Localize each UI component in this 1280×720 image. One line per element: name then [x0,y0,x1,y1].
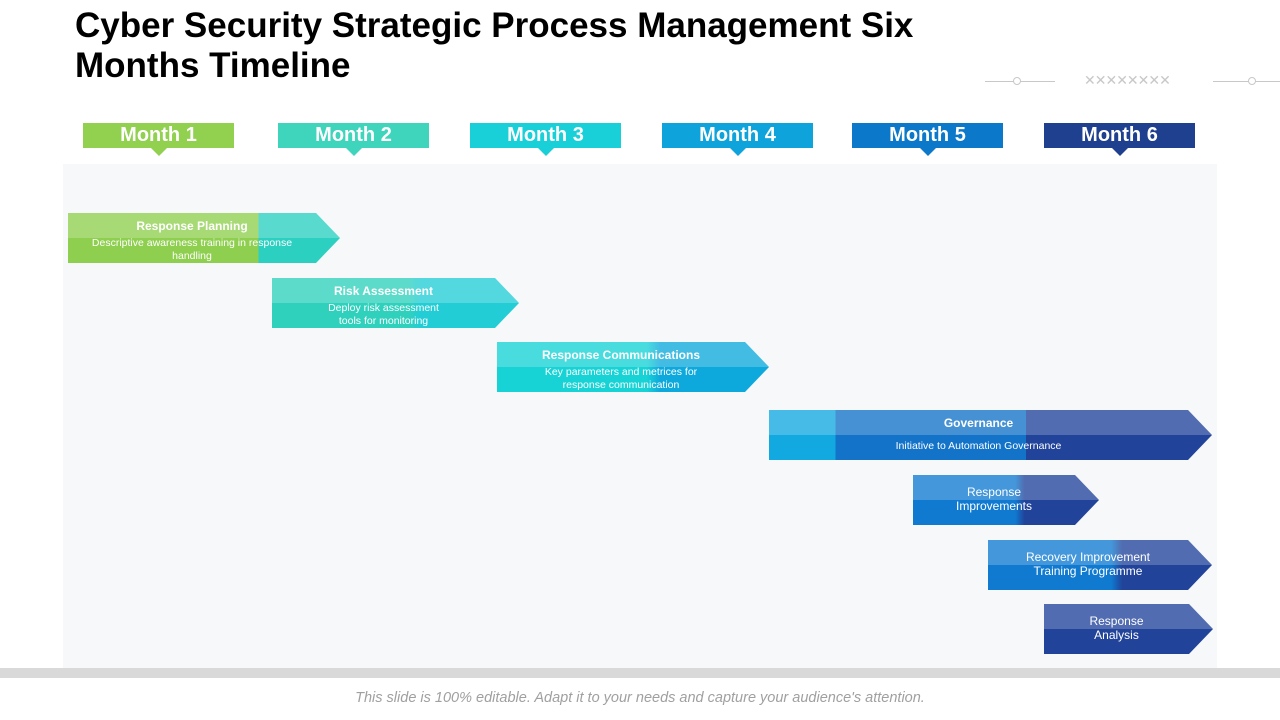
month-header-6: Month 6 [1044,123,1195,156]
task-description: Key parameters and metrices for response… [544,366,698,391]
task-bar-risk-assessment: Risk Assessment Deploy risk assessment t… [272,278,519,328]
task-title: Response Communications [541,348,701,362]
task-bar-recovery-improvement: Recovery Improvement Training Programme [988,540,1212,590]
task-description: Descriptive awareness training in respon… [91,237,293,262]
month-label: Month 5 [889,124,966,146]
task-bar-response-communications: Response Communications Key parameters a… [497,342,769,392]
task-bar-governance: Governance Initiative to Automation Gove… [769,410,1212,460]
task-bar-response-planning: Response Planning Descriptive awareness … [68,213,340,263]
chevron-down-icon [729,148,746,156]
task-bar-response-analysis: Response Analysis [1044,604,1213,654]
task-title: Governance [943,416,1014,430]
task-description: Deploy risk assessment tools for monitor… [328,302,439,327]
chevron-down-icon [1111,148,1128,156]
task-label: Recovery Improvement Training Programme [1025,550,1151,578]
month-header-1: Month 1 [83,123,234,156]
task-title: Response Planning [136,219,248,233]
month-label: Month 3 [507,124,584,146]
ornament-circle-icon [1248,77,1256,85]
month-label: Month 2 [315,124,392,146]
bottom-divider [0,668,1280,678]
task-title: Risk Assessment [334,284,433,298]
month-label: Month 6 [1081,124,1158,146]
chevron-down-icon [919,148,936,156]
chevron-down-icon [537,148,554,156]
month-header-5: Month 5 [852,123,1003,156]
task-label: Response Improvements [955,485,1033,513]
task-description: Initiative to Automation Governance [895,440,1062,452]
task-bar-response-improvements: Response Improvements [913,475,1099,525]
footer-note: This slide is 100% editable. Adapt it to… [355,690,925,706]
chevron-down-icon [150,148,167,156]
ornament-circle-icon [1013,77,1021,85]
month-header-3: Month 3 [470,123,621,156]
month-header-4: Month 4 [662,123,813,156]
month-header-2: Month 2 [278,123,429,156]
month-label: Month 4 [699,124,776,146]
chevron-down-icon [345,148,362,156]
task-label: Response Analysis [1089,614,1144,642]
page-title: Cyber Security Strategic Process Managem… [75,6,914,85]
month-label: Month 1 [120,124,197,146]
ornament-cross-icon: ✕✕✕✕✕✕✕✕ [1084,72,1171,88]
